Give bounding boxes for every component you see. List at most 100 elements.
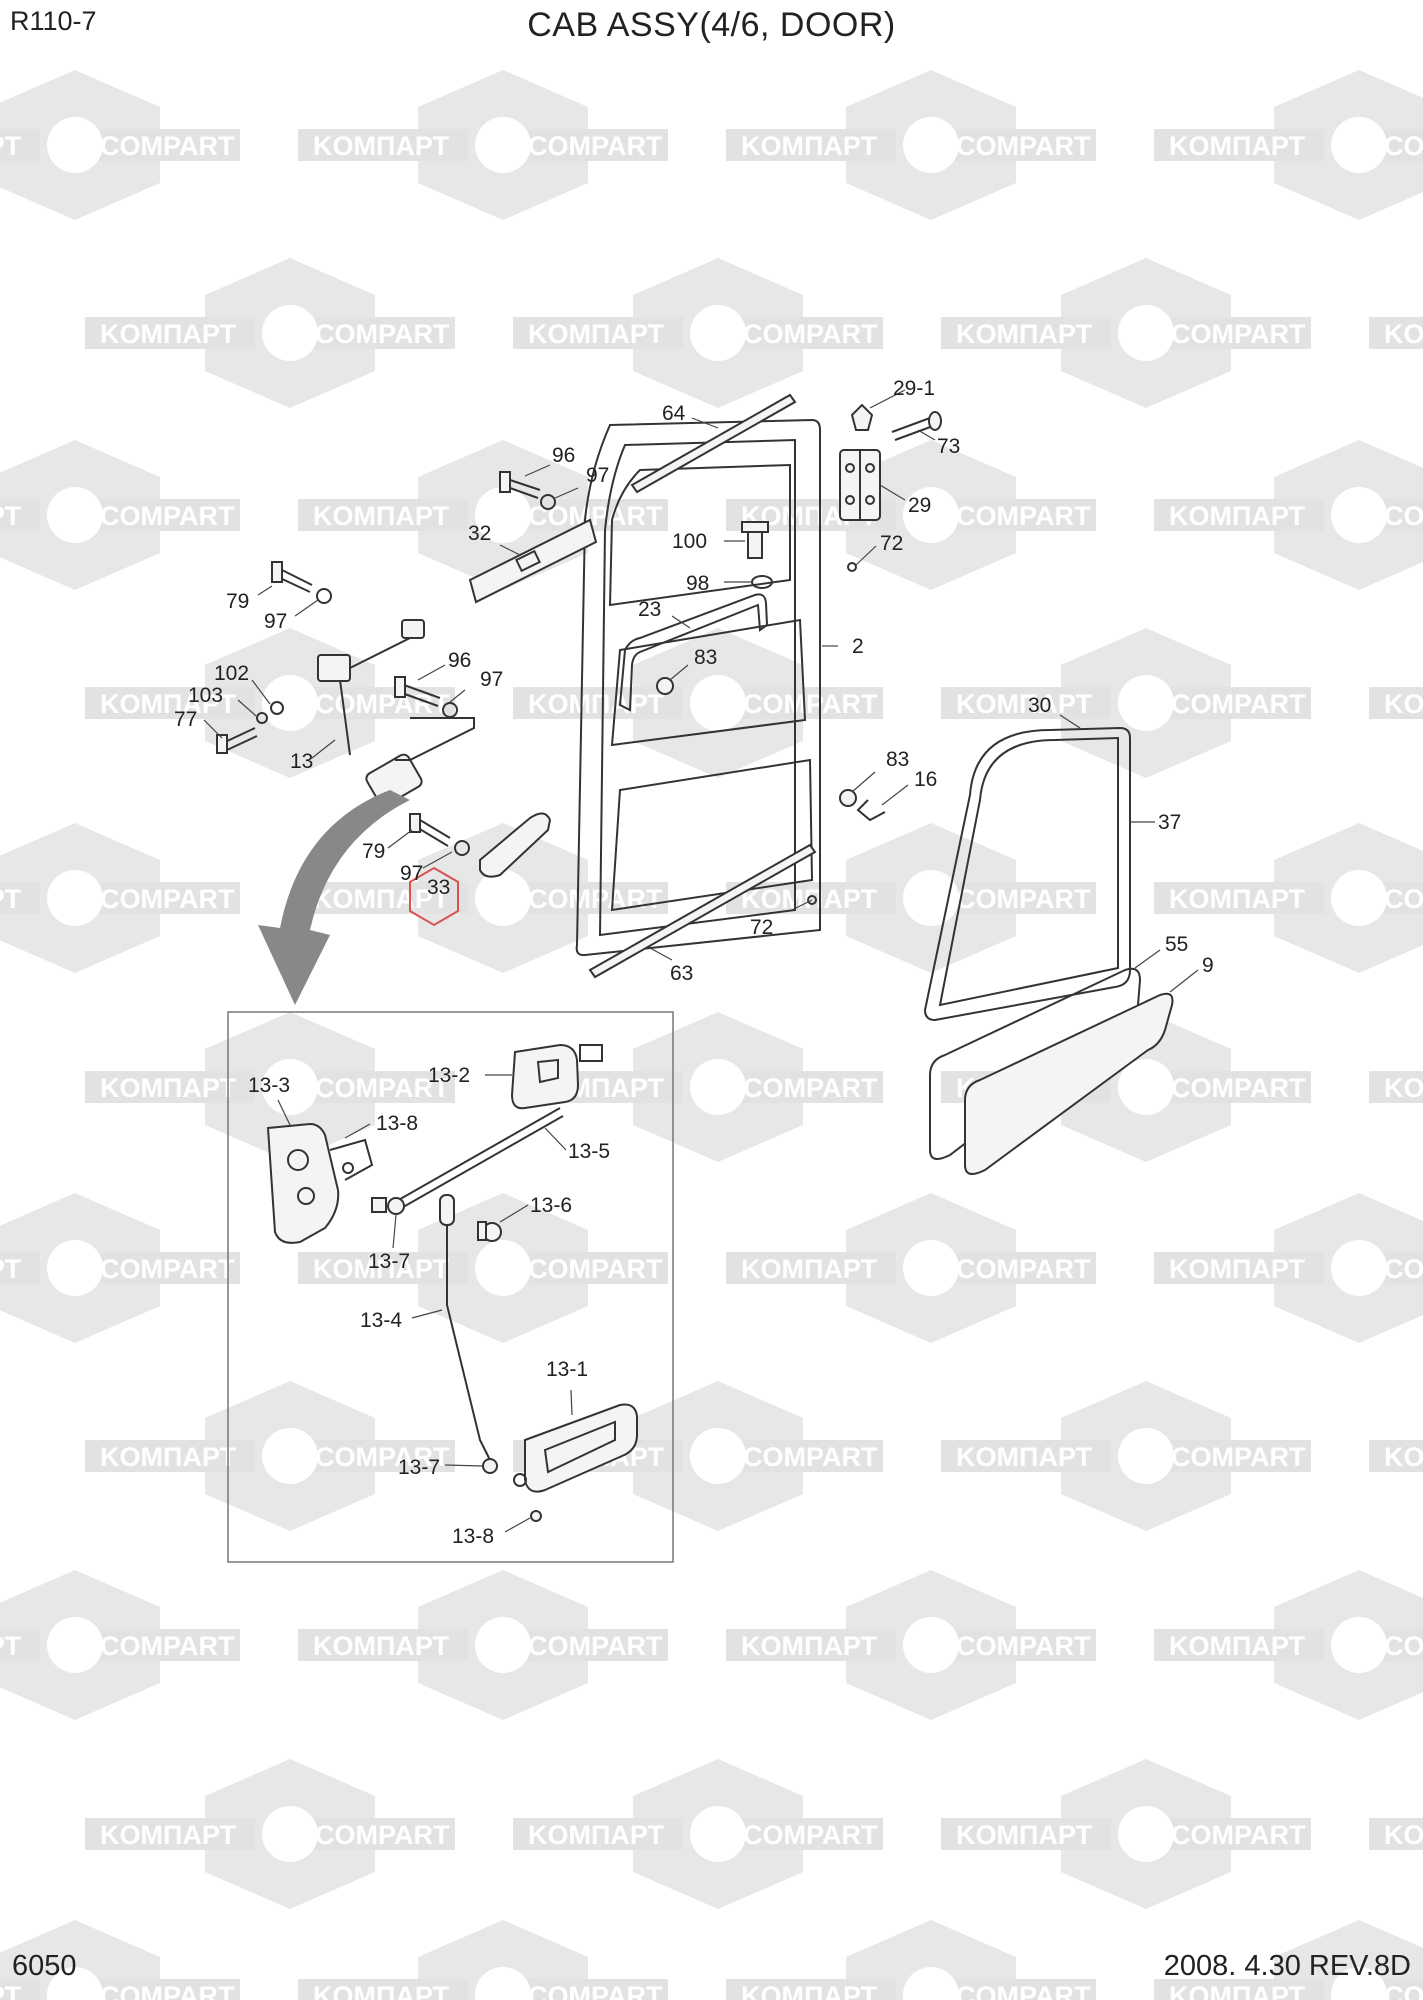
watermark-text-latin: COMPART: [100, 501, 235, 531]
watermark-text-cyrillic: KOMПАРТ: [741, 884, 878, 914]
callout-23: 23: [638, 598, 661, 621]
watermark-text-latin: COMPART: [100, 1631, 235, 1661]
callout-13-6: 13-6: [530, 1194, 572, 1217]
callout-13-2: 13-2: [428, 1064, 470, 1087]
callout-9: 9: [1202, 954, 1214, 977]
watermark-tile: KOMПАРТ COMPART: [85, 258, 455, 408]
watermark-text-latin: COMPART: [315, 1073, 450, 1103]
watermark-text-latin: COMPART: [1384, 501, 1423, 531]
watermark-text-latin: COMPART: [1171, 1442, 1306, 1472]
watermark-text-latin: COMPART: [1384, 1254, 1423, 1284]
callout-83: 83: [694, 646, 717, 669]
watermark-text-latin: COMPART: [315, 1442, 450, 1472]
model-code: R110-7: [10, 6, 97, 36]
watermark-text-cyrillic: KOMПАРТ: [956, 1442, 1093, 1472]
watermark-text-latin: COMPART: [1171, 1073, 1306, 1103]
callout-72: 72: [880, 532, 903, 555]
watermark-text-latin: COMPART: [1171, 1820, 1306, 1850]
callout-37: 37: [1158, 811, 1181, 834]
watermark-tile: KOMПАРТ COMPART: [941, 1381, 1311, 1531]
watermark-text-latin: COMPART: [528, 1981, 663, 2000]
watermark-text-latin: COMPART: [100, 884, 235, 914]
watermark-text-latin: COMPART: [1384, 884, 1423, 914]
watermark-text-cyrillic: KOMПАРТ: [0, 501, 22, 531]
watermark-text-latin: COMPART: [1171, 319, 1306, 349]
watermark-text-latin: COMPART: [1384, 1981, 1423, 2000]
watermark-text-latin: COMPART: [743, 319, 878, 349]
callout-97: 97: [480, 668, 503, 691]
callout-73: 73: [937, 435, 960, 458]
watermark-text-cyrillic: KOMПАРТ: [1169, 1254, 1306, 1284]
watermark-tile: KOMПАРТ COMPART: [513, 258, 883, 408]
watermark-text-latin: COMPART: [1384, 131, 1423, 161]
callout-13-3: 13-3: [248, 1074, 290, 1097]
watermark-tile: KOMПАРТ COMPART: [85, 1759, 455, 1909]
watermark-text-cyrillic: KOMПАРТ: [741, 1981, 878, 2000]
watermark-text-latin: COMPART: [528, 884, 663, 914]
watermark-text-latin: COMPART: [100, 1981, 235, 2000]
watermark-text-cyrillic: KOMПАРТ: [1169, 131, 1306, 161]
watermark-text-cyrillic: KOMПАРТ: [1384, 1820, 1423, 1850]
watermark-text-latin: COMPART: [315, 319, 450, 349]
callout-79: 79: [362, 840, 385, 863]
watermark-text-cyrillic: KOMПАРТ: [0, 131, 22, 161]
watermark-text-latin: COMPART: [956, 1254, 1091, 1284]
callout-63: 63: [670, 962, 693, 985]
callout-96: 96: [552, 444, 575, 467]
callout-13-5: 13-5: [568, 1140, 610, 1163]
watermark-text-latin: COMPART: [956, 1981, 1091, 2000]
callout-103: 103: [188, 684, 223, 707]
watermark-text-cyrillic: KOMПАРТ: [100, 689, 237, 719]
watermark-layer: KOMПАРТ COMPART KOMПАРТ COMPART KOMПАРТ COMPA…: [0, 70, 1423, 2000]
watermark-text-cyrillic: KOMПАРТ: [956, 689, 1093, 719]
callout-83: 83: [886, 748, 909, 771]
watermark-text-cyrillic: KOMПАРТ: [741, 131, 878, 161]
watermark-text-latin: COMPART: [956, 501, 1091, 531]
watermark-text-latin: COMPART: [315, 1820, 450, 1850]
callout-labels: 64 29-1 73 29 96 97 32 100 72 98 23 2 79…: [174, 377, 1214, 1548]
watermark-text-cyrillic: KOMПАРТ: [528, 319, 665, 349]
watermark-text-cyrillic: KOMПАРТ: [100, 1820, 237, 1850]
watermark-tile: KOMПАРТ COMPART: [1154, 1193, 1423, 1343]
watermark-text-cyrillic: KOMПАРТ: [100, 319, 237, 349]
watermark-text-cyrillic: KOMПАРТ: [313, 884, 450, 914]
watermark-text-cyrillic: KOMПАРТ: [313, 1254, 450, 1284]
callout-64: 64: [662, 402, 686, 425]
callout-100: 100: [672, 530, 707, 553]
watermark-tile: KOMПАРТ COMPART: [298, 823, 668, 973]
callout-13-7: 13-7: [368, 1250, 410, 1273]
revision-date: 2008. 4.30 REV.8D: [1163, 1950, 1411, 1982]
watermark-text-latin: COMPART: [956, 131, 1091, 161]
callout-102: 102: [214, 662, 249, 685]
callout-33: 33: [427, 876, 450, 899]
watermark-text-cyrillic: KOMПАРТ: [1169, 501, 1306, 531]
watermark-text-cyrillic: KOMПАРТ: [100, 1442, 237, 1472]
callout-13-7: 13-7: [398, 1456, 440, 1479]
watermark-text-cyrillic: KOMПАРТ: [1169, 884, 1306, 914]
watermark-text-cyrillic: KOMПАРТ: [1169, 1631, 1306, 1661]
callout-77: 77: [174, 708, 197, 731]
watermark-tile: KOMПАРТ COMPART: [726, 1920, 1096, 2000]
watermark-text-cyrillic: KOMПАРТ: [100, 1073, 237, 1103]
watermark-text-latin: COMPART: [1171, 689, 1306, 719]
page-title: CAB ASSY(4/6, DOOR): [527, 6, 896, 44]
watermark-text-cyrillic: KOMПАРТ: [313, 1631, 450, 1661]
watermark-text-cyrillic: KOMПАРТ: [313, 131, 450, 161]
watermark-tile: KOMПАРТ COMPART: [1154, 440, 1423, 590]
watermark-text-cyrillic: KOMПАРТ: [0, 1254, 22, 1284]
watermark-tile: KOMПАРТ COMPART: [1154, 823, 1423, 973]
